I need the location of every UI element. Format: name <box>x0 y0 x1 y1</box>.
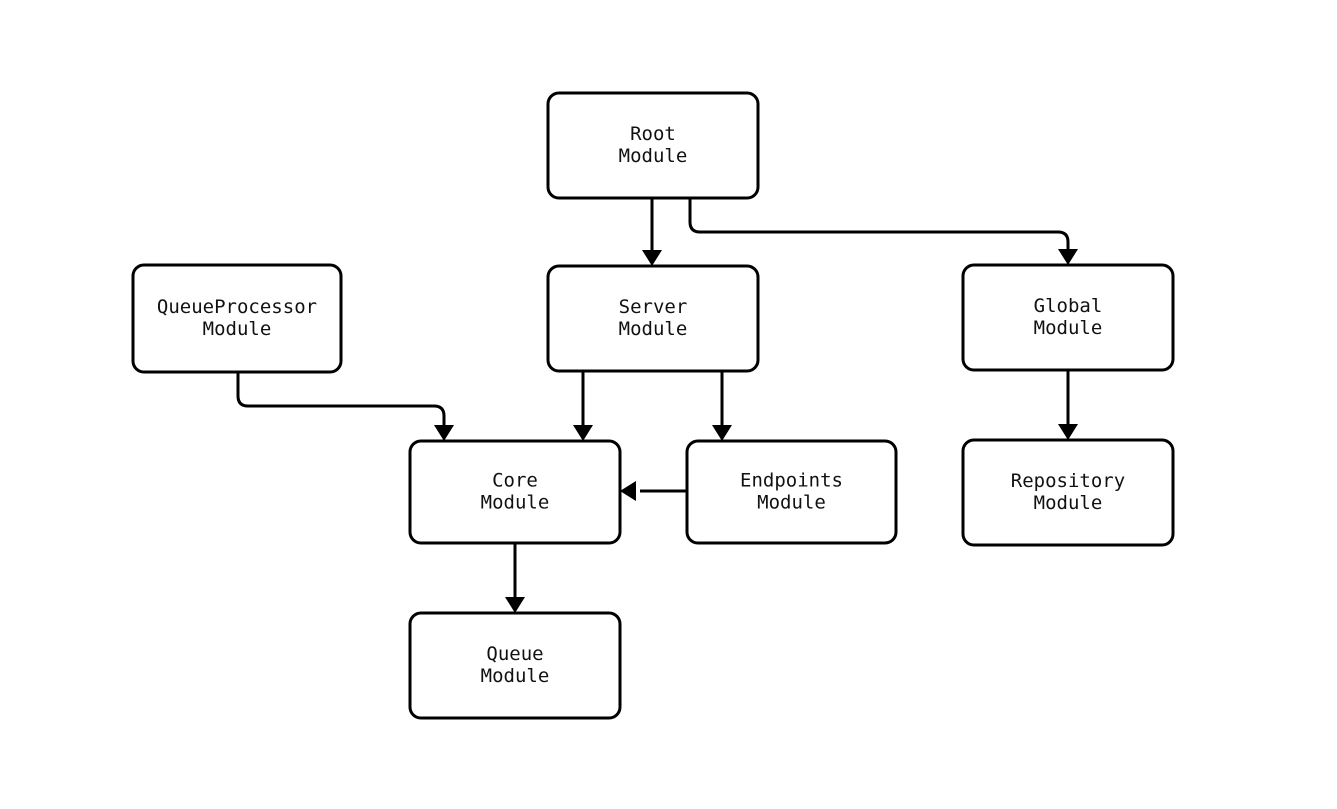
nodes-layer: RootModuleQueueProcessorModuleServerModu… <box>131 91 1175 720</box>
arrowheads-layer <box>434 249 1078 613</box>
node-global-label-line1: Global <box>1034 295 1103 317</box>
arrow-root-to-server-icon <box>642 250 662 266</box>
node-server-label-line2: Module <box>619 318 688 340</box>
arrow-root-to-global-icon <box>1058 249 1078 265</box>
node-queue-label-line1: Queue <box>486 643 543 665</box>
node-root-box[interactable] <box>546 91 760 200</box>
node-endpoints-label-line1: Endpoints <box>740 470 843 492</box>
node-queueprocessor-label-line1: QueueProcessor <box>157 296 317 318</box>
edges-layer <box>236 198 1070 597</box>
node-global-box[interactable] <box>961 263 1175 372</box>
node-repository-label-line2: Module <box>1034 492 1103 514</box>
node-root-label-line1: Root <box>630 123 676 145</box>
node-core-label-line2: Module <box>481 492 550 514</box>
node-root-label-line2: Module <box>619 145 688 167</box>
arrow-global-to-repository-icon <box>1058 424 1078 440</box>
node-global-label-line2: Module <box>1034 317 1103 339</box>
node-repository-box[interactable] <box>961 438 1175 547</box>
node-queue-label-line2: Module <box>481 665 550 687</box>
node-queueprocessor-box[interactable] <box>131 263 343 374</box>
node-server-label-line1: Server <box>619 296 688 318</box>
arrow-endpoints-to-core-icon <box>620 481 636 501</box>
node-endpoints-box[interactable] <box>685 439 898 545</box>
node-core-label-line1: Core <box>492 470 538 492</box>
edge-root-to-global <box>688 198 1070 249</box>
node-endpoints-label-line2: Module <box>757 492 826 514</box>
arrow-server-to-core-icon <box>573 425 593 441</box>
node-queueprocessor-label-line2: Module <box>203 318 272 340</box>
arrow-core-to-queue-icon <box>505 597 525 613</box>
node-core-box[interactable] <box>408 439 622 545</box>
node-queue-box[interactable] <box>408 611 622 720</box>
arrow-queueprocessor-to-core-icon <box>434 425 454 441</box>
arrow-server-to-endpoints-icon <box>712 425 732 441</box>
edge-queueprocessor-to-core <box>236 372 446 425</box>
node-repository-label-line1: Repository <box>1011 470 1125 492</box>
node-server-box[interactable] <box>546 264 760 373</box>
